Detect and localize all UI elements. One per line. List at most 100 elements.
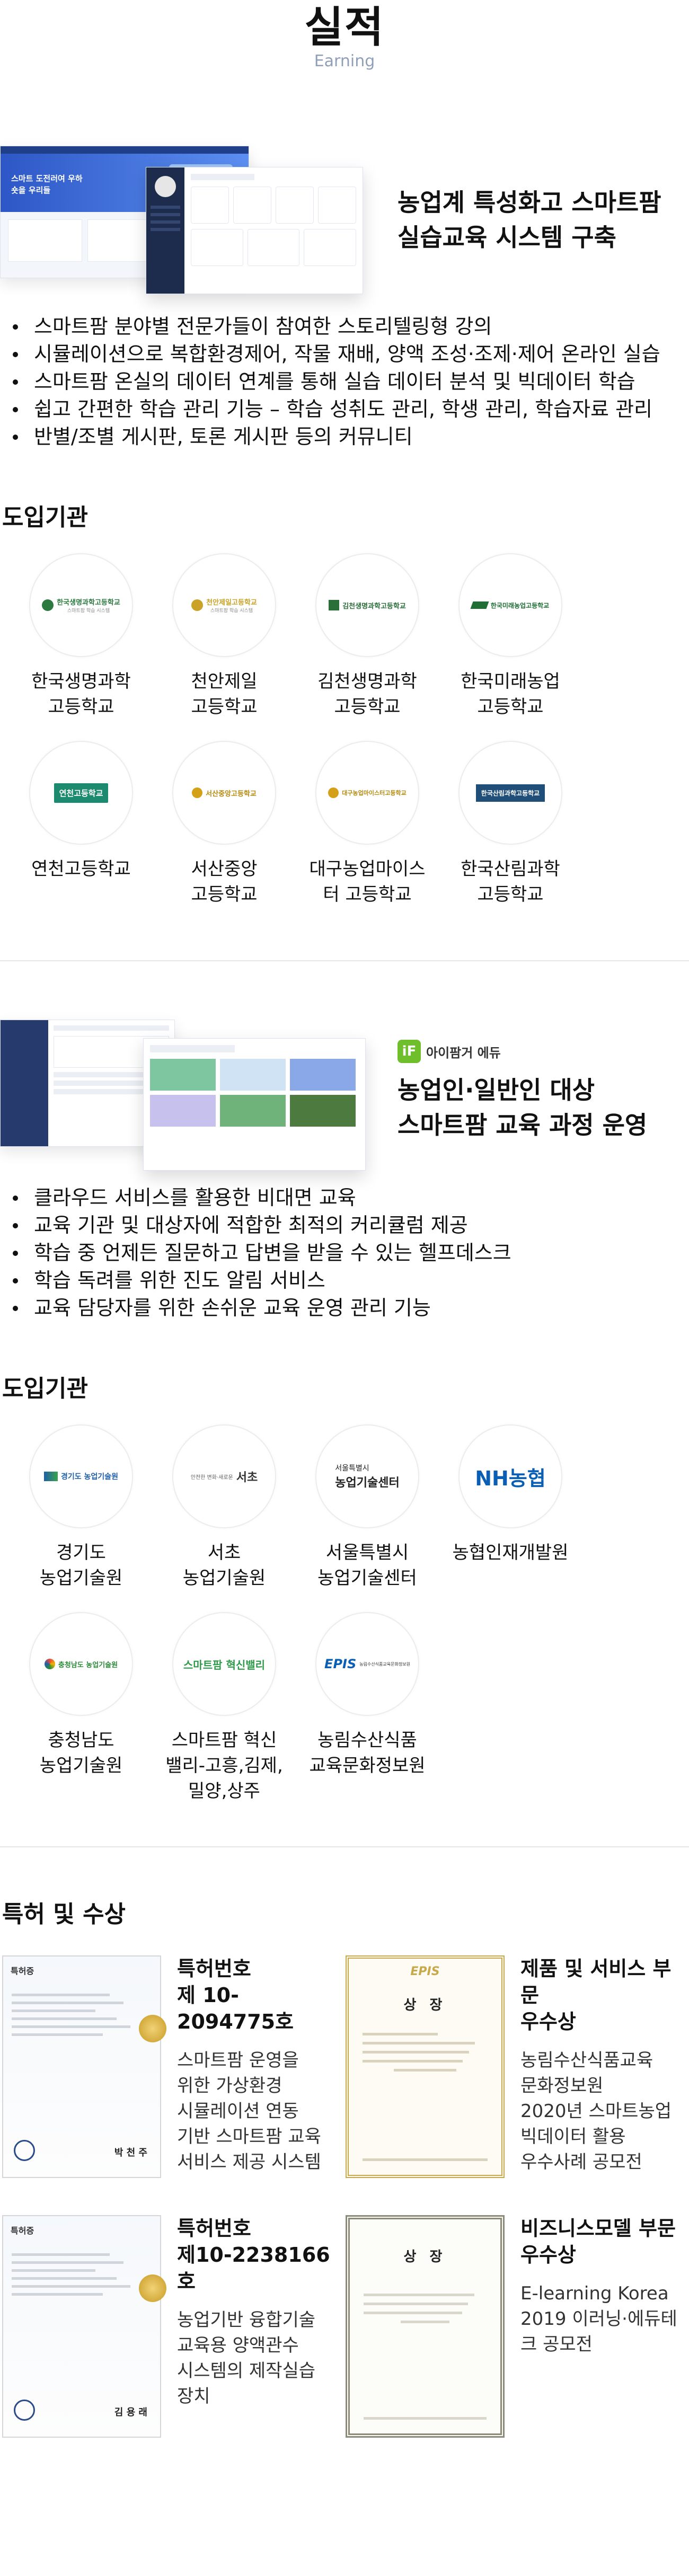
institution-logo: 서산중앙고등학교 [172,741,276,845]
institution-logo: NH농협 [458,1424,562,1528]
institution-logo: 스마트팜 혁신밸리 [172,1612,276,1716]
award-description: 서비스 제공 시스템 [177,2152,321,2173]
award-heading: 특허번호 [177,1957,251,1980]
award-number: 우수상 [520,2243,576,2267]
project-2-badge-text: 아이팜거 에듀 [426,1045,501,1060]
institution-logo: 경기도 농업기술원 [29,1424,133,1528]
certificate-title: 상 장 [403,2249,447,2265]
logo-text: 농업기술센터 [335,1476,400,1490]
institution-name-3: 밀양,상주 [188,1781,260,1802]
page-subtitle: Earning [314,52,375,70]
logo-text: 김천생명과학고등학교 [342,602,406,610]
institution-name-2: 고등학교 [191,884,258,905]
project-1-title-line2: 실습교육 시스템 구축 [398,223,616,252]
logo-text: 서산중앙고등학교 [206,790,257,798]
award-number: 제10-2238166호 [177,2243,330,2293]
award-description: 장치 [177,2386,210,2407]
certificate-image: 특허증 김 용 래 [2,2215,166,2438]
institution-name-2: 고등학교 [191,696,258,718]
certificate-header-logo: EPIS [410,1965,440,1978]
institution-name-2: 농업기술원 [39,1755,123,1776]
institution-logo: 대구농업마이스터고등학교 [315,741,419,845]
award-description: 2020년 스마트농업 [520,2101,672,2122]
institution-logo: 연천고등학교 [29,741,133,845]
project-2-title-line1: 농업인·일반인 대상 [398,1076,595,1104]
section-divider [0,960,689,961]
award-description: 농업기반 융합기술 [177,2309,316,2331]
logo-text: 연천고등학교 [59,788,103,798]
institution-name: 연천고등학교 [31,858,131,880]
page-title: 실적 [304,3,385,52]
project-2: iF 아이팜거 에듀 농업인·일반인 대상 스마트팜 교육 과정 운영 [0,1004,689,1179]
logo-pretext: 서울특별시 [335,1464,369,1473]
award-description: 위한 가상환경 [177,2075,282,2096]
award-description: 우수사례 공모전 [520,2152,642,2173]
institution-name: 서울특별시 [325,1542,409,1563]
project-2-title: 농업인·일반인 대상 스마트팜 교육 과정 운영 [398,1073,647,1143]
certificate-signature: 김 용 래 [114,2407,147,2418]
logo-text: 대구농업마이스터고등학교 [342,790,407,796]
award-description: 크 공모전 [520,2334,593,2355]
institution-name: 농림수산식품 [317,1730,417,1751]
project-2-screenshot [0,1009,366,1173]
project-1-title: 농업계 특성화고 스마트팜 실습교육 시스템 구축 [398,185,661,255]
award-description: 스마트팜 운영을 [177,2050,299,2071]
award-heading: 비즈니스모델 부문 [520,2217,676,2240]
list-item: 스마트팜 온실의 데이터 연계를 통해 실습 데이터 분석 및 빅데이터 학습 [12,368,689,395]
list-item: 시뮬레이션으로 복합환경제어, 작물 재배, 양액 조성·조제·제어 온라인 실… [12,340,689,368]
institution-logo: 서울특별시 농업기술센터 [315,1424,419,1528]
award-description: 문화정보원 [520,2075,604,2096]
certificate-image: 상 장 [346,2215,505,2438]
logo-subtext: 농림수산식품교육문화정보원 [359,1661,410,1667]
institutions-1-title: 도입기관 [2,504,88,531]
institution-logo: 김천생명과학고등학교 [315,553,419,657]
list-item: 교육 담당자를 위한 손쉬운 교육 운영 관리 기능 [12,1294,689,1322]
institution-name-2: 교육문화정보원 [309,1755,426,1776]
institution-name-2: 고등학교 [477,884,544,905]
award-description: 2019 이러닝·에듀테 [520,2308,677,2330]
logo-text: 스마트팜 혁신밸리 [183,1658,266,1671]
award-description: 빅데이터 활용 [520,2126,626,2147]
institution-name-2: 고등학교 [48,696,114,718]
logo-text: EPIS [324,1657,357,1671]
institution-item: 연천고등학교 연천고등학교 [10,741,153,907]
logo-text: 한국생명과학고등학교 [57,599,120,607]
iframe-logo-icon: iF [398,1040,421,1063]
logo-text: 서초 [236,1471,258,1484]
list-item: 학습 중 언제든 질문하고 답변을 받을 수 있는 헬프데스크 [12,1239,689,1267]
award-description: 농림수산식품교육 [520,2050,653,2071]
project-1-screenshot: 스마트 도전러여 우하 숏을 우리들 [0,138,366,302]
logo-subtext: 스마트팜 학습 시스템 [210,608,253,614]
logo-text: 한국산림과학고등학교 [481,789,540,797]
certificate-title: 특허증 [11,2226,34,2236]
institution-name: 경기도 [56,1542,106,1563]
award-heading: 특허번호 [177,2217,251,2240]
awards-title: 특허 및 수상 [2,1901,126,1928]
project-1-bullets: 스마트팜 분야별 전문가들이 참여한 스토리텔링형 강의 시뮬레이션으로 복합환… [0,313,689,450]
institution-name-2: 농업기술원 [39,1568,123,1589]
list-item: 클라우드 서비스를 활용한 비대면 교육 [12,1184,689,1211]
institution-logo: 안전한 변화·새로운 서초 [172,1424,276,1528]
project-2-badge: iF 아이팜거 에듀 [398,1040,501,1063]
institution-name: 대구농업마이스 [309,858,426,880]
section-divider [0,1846,689,1847]
logo-subtext: 스마트팜 학습 시스템 [67,608,110,614]
award-number: 제 10-2094775호 [177,1984,294,2033]
institution-name-2: 밸리-고흥,김제, [165,1755,283,1776]
award-heading: 제품 및 서비스 부문 [520,1957,672,2007]
